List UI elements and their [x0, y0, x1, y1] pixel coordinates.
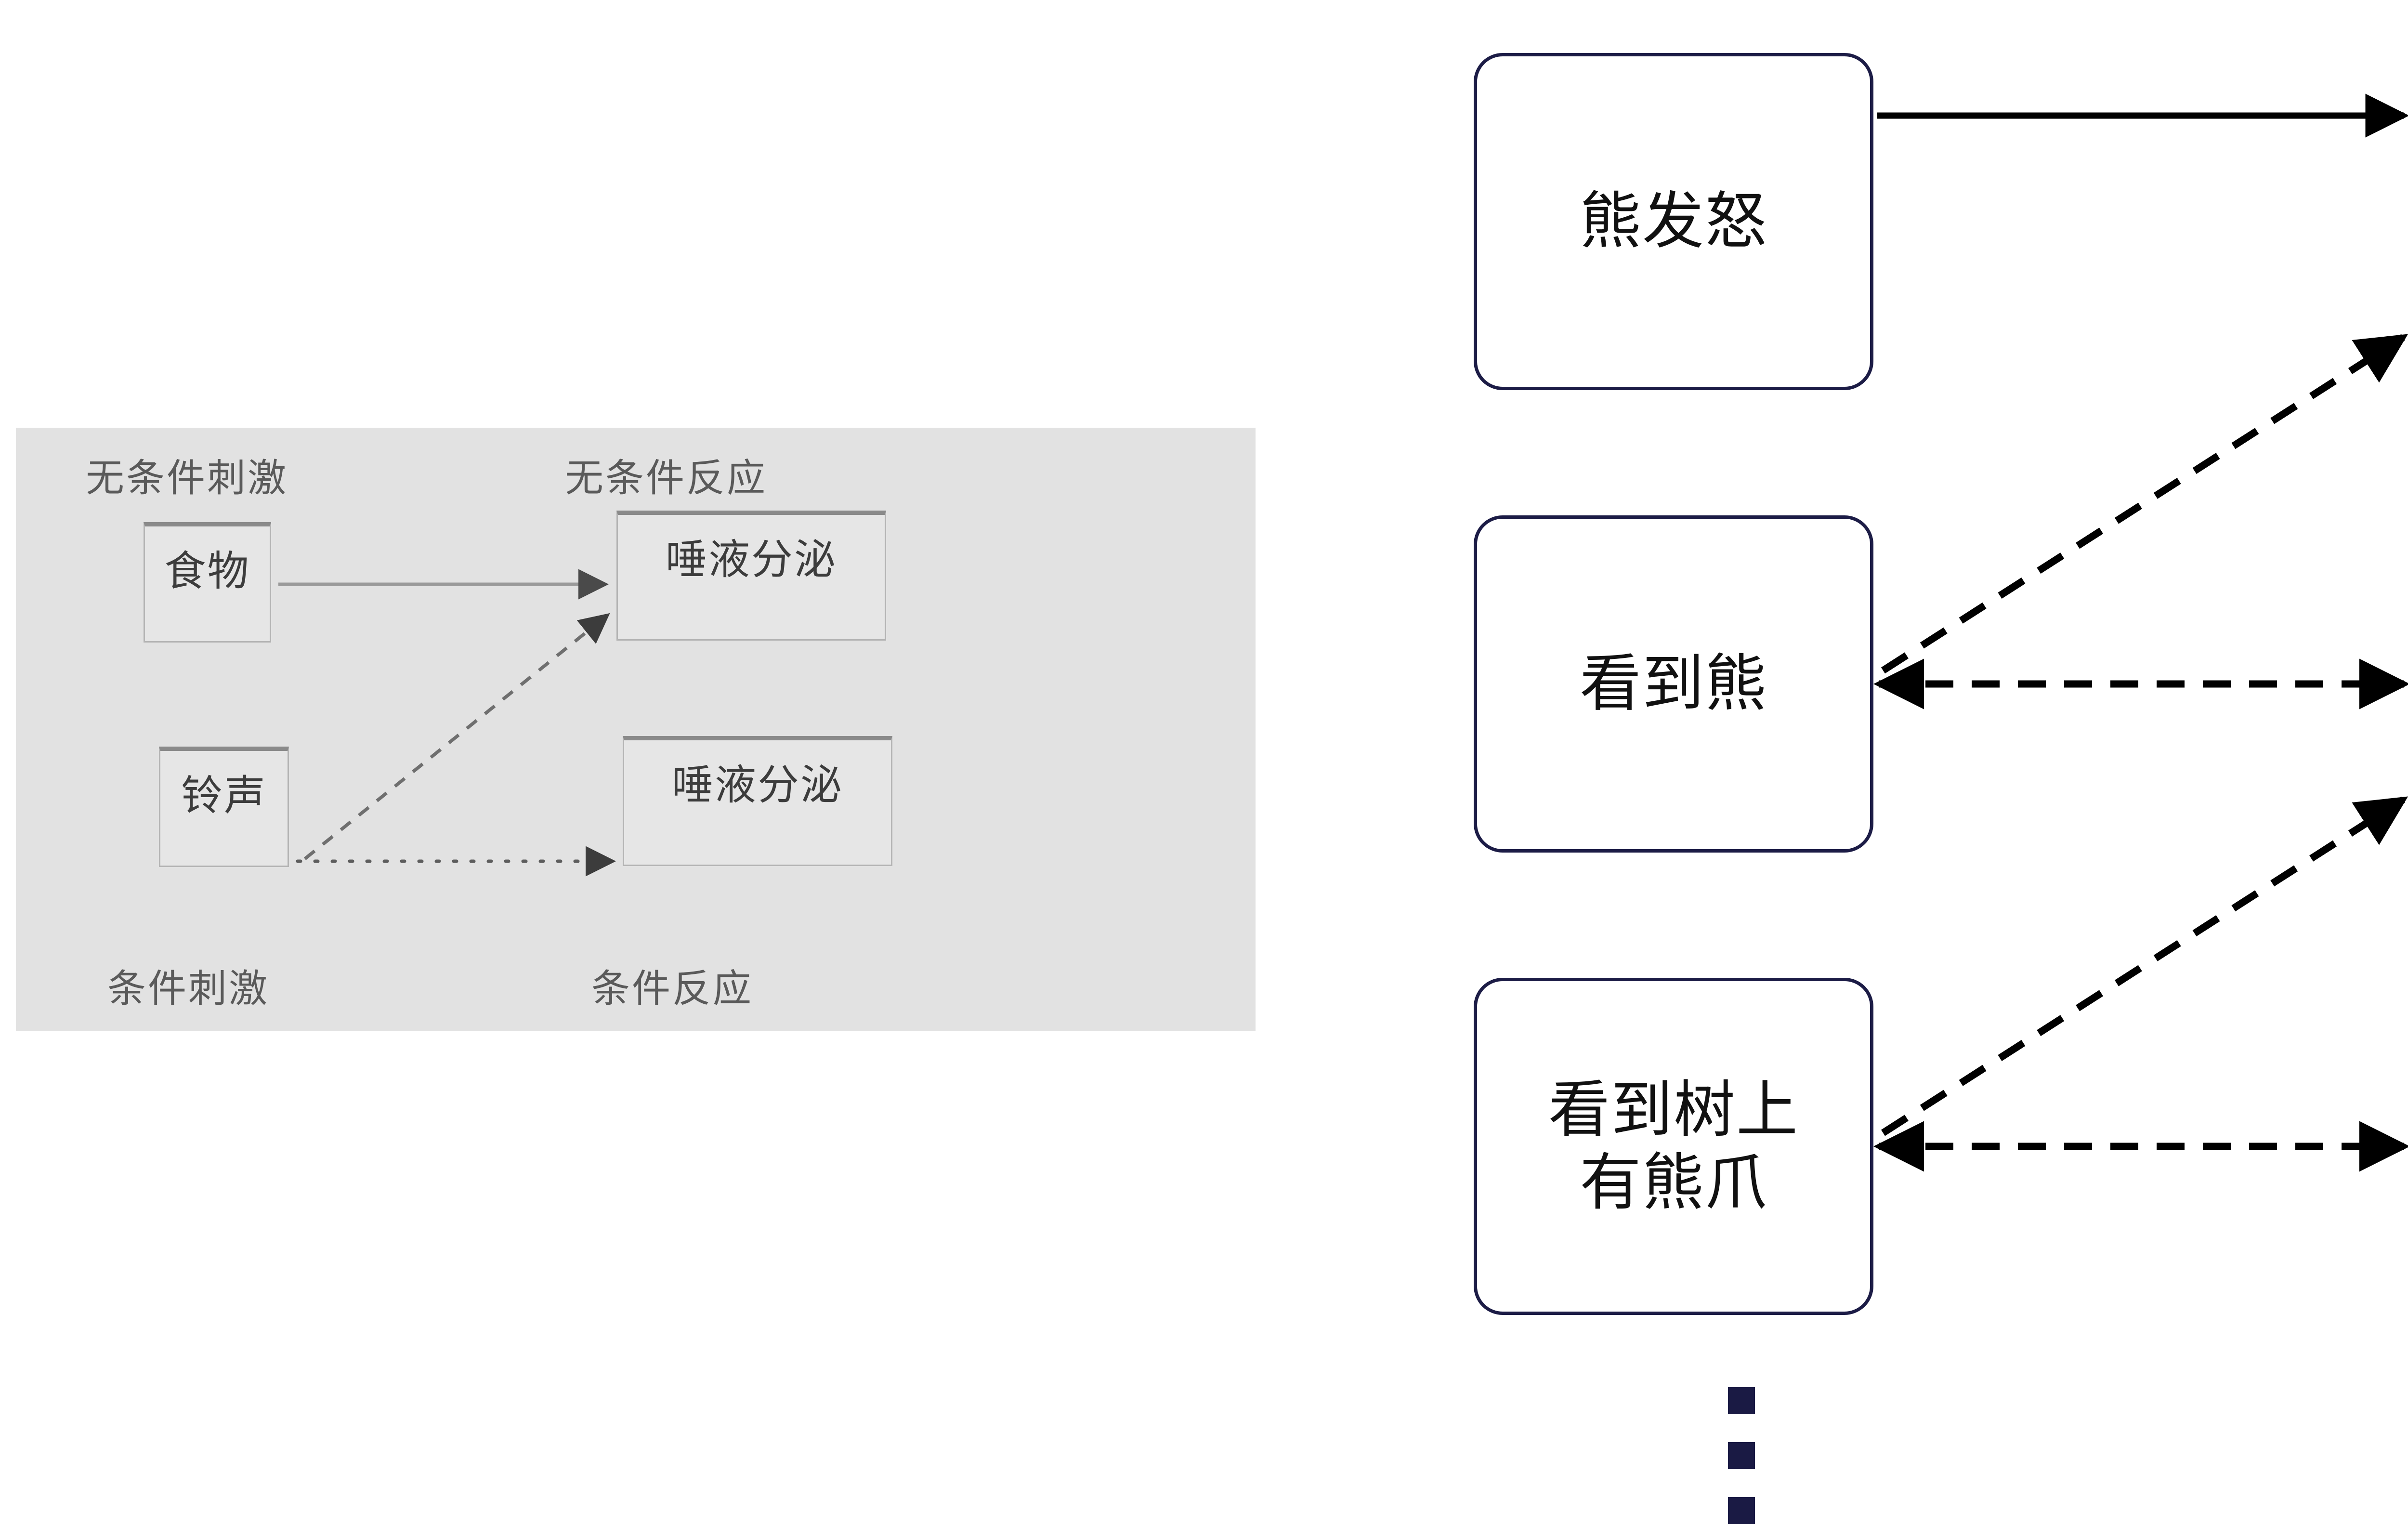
arrow-see-bear-to-reward: [1881, 334, 2408, 674]
box-bell-label: 铃声: [181, 773, 267, 819]
box-see-bear: 看到熊: [1474, 515, 1873, 853]
ellipsis-left-column: [1728, 1387, 1755, 1524]
ellipsis-dot: [1728, 1387, 1755, 1414]
box-salivation-bottom: 唾液分泌: [623, 736, 892, 866]
ellipsis-dot: [1728, 1442, 1755, 1469]
box-see-bear-label: 看到熊: [1579, 648, 1767, 720]
classical-conditioning-panel: 无条件刺激 无条件反应 条件刺激 条件反应 食物 铃声 唾液分泌 唾液分泌: [16, 428, 1256, 1031]
label-unconditioned-response: 无条件反应: [565, 457, 767, 499]
label-conditioned-stimulus: 条件刺激: [107, 967, 269, 1010]
box-salivation-top-label: 唾液分泌: [666, 537, 837, 583]
box-salivation-top: 唾液分泌: [616, 511, 886, 641]
box-food-label: 食物: [164, 548, 250, 594]
label-conditioned-response: 条件反应: [591, 967, 753, 1010]
box-salivation-bottom-label: 唾液分泌: [672, 762, 843, 808]
box-see-claw-label-line1: 看到树上: [1548, 1074, 1799, 1146]
arrow-see-claw-to-vsprime: [1881, 796, 2408, 1136]
box-bear-angry-label: 熊发怒: [1579, 185, 1767, 258]
ellipsis-dot: [1728, 1497, 1755, 1524]
label-unconditioned-stimulus: 无条件刺激: [86, 457, 288, 499]
value-propagation-panel: 熊发怒 奖励 看到熊 V(s′) 看到树上 有熊爪 V(s): [1421, 0, 2408, 1524]
arrow-bell-to-upper-salivation: [303, 613, 610, 860]
box-see-claw-label-line2: 有熊爪: [1579, 1147, 1767, 1219]
left-panel-connectors: [278, 569, 616, 877]
box-see-claw: 看到树上 有熊爪: [1474, 978, 1873, 1315]
box-food: 食物: [144, 522, 271, 643]
box-bear-angry: 熊发怒: [1474, 53, 1873, 390]
box-bell: 铃声: [159, 747, 289, 867]
